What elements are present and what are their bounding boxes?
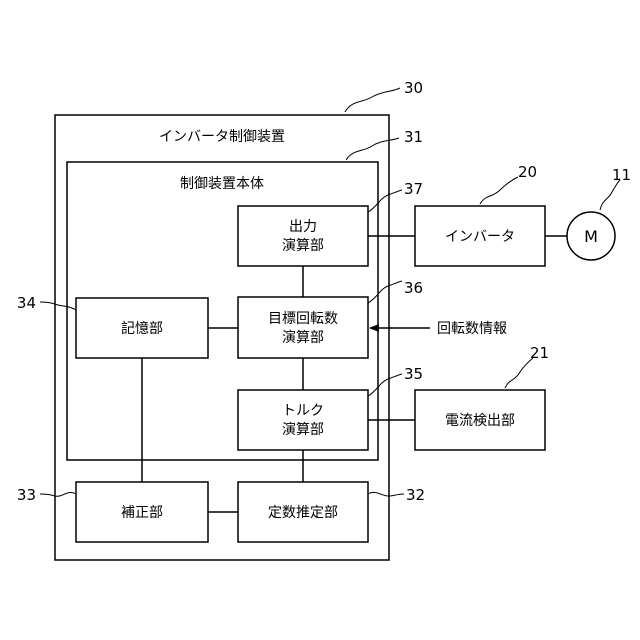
motor-ref-leader <box>600 180 620 210</box>
output-calc-ref: 37 <box>404 180 423 198</box>
device-ref-leader <box>345 88 400 112</box>
device-title: インバータ制御装置 <box>159 129 285 145</box>
current-detector-ref-leader <box>505 358 533 388</box>
inverter-ref: 20 <box>518 163 537 181</box>
constant-estimation-label: 定数推定部 <box>268 505 338 521</box>
motor-ref: 11 <box>612 166 631 184</box>
inverter-ref-leader <box>480 177 518 204</box>
controller-body-title: 制御装置本体 <box>180 176 264 192</box>
rpm-info-label: 回転数情報 <box>437 321 507 337</box>
torque-calc-line2: 演算部 <box>282 422 324 438</box>
current-detector-label: 電流検出部 <box>445 413 515 429</box>
target-rpm-calc-line1: 目標回転数 <box>268 311 338 327</box>
memory-ref: 34 <box>17 294 36 312</box>
inverter-label: インバータ <box>445 229 515 245</box>
target-rpm-calc-box <box>238 297 368 358</box>
target-rpm-calc-ref: 36 <box>404 279 423 297</box>
constant-estimation-ref: 32 <box>406 486 425 504</box>
device-ref: 30 <box>404 79 423 97</box>
memory-label: 記憶部 <box>121 320 163 337</box>
torque-calc-box <box>238 390 368 450</box>
inverter-block: インバータ 20 <box>415 163 545 266</box>
current-detector-block: 電流検出部 21 <box>415 344 549 450</box>
output-calc-line2: 演算部 <box>282 238 324 254</box>
memory-block: 記憶部 34 <box>17 294 208 358</box>
correction-ref: 33 <box>17 486 36 504</box>
target-rpm-calc-line2: 演算部 <box>282 330 324 346</box>
output-calc-line1: 出力 <box>289 219 317 235</box>
current-detector-ref: 21 <box>530 344 549 362</box>
output-calc-box <box>238 206 368 266</box>
correction-label: 補正部 <box>121 505 163 521</box>
controller-body-ref: 31 <box>404 128 423 146</box>
motor: M 11 <box>567 166 631 260</box>
torque-calc-line1: トルク <box>282 403 324 419</box>
correction-block: 補正部 33 <box>17 482 208 542</box>
constant-estimation-block: 定数推定部 32 <box>238 482 425 542</box>
torque-calc-ref: 35 <box>404 365 423 383</box>
motor-label: M <box>584 227 598 246</box>
